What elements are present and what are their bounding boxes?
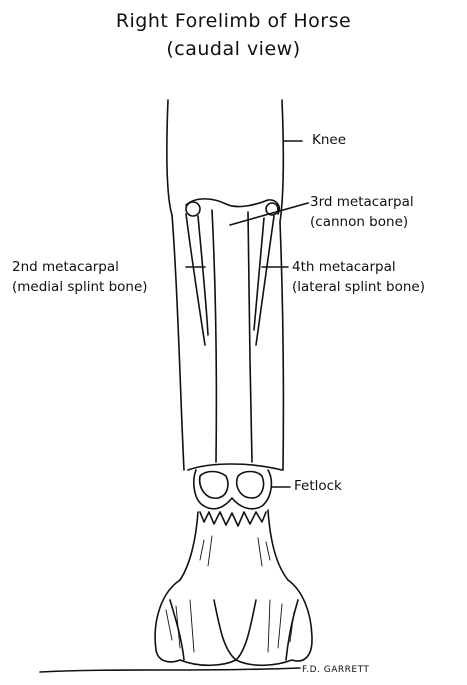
cannon-right-skin [280,222,283,470]
hoof-outline [155,580,312,665]
third-metacarpal-label: 3rd metacarpal (cannon bone) [310,192,414,232]
pastern-shading [200,536,270,566]
hoof-shading [166,600,294,652]
third-metacarpal-label-line2: (cannon bone) [310,212,414,232]
third-metacarpal-label-line1: 3rd metacarpal [310,192,414,212]
second-metacarpal-bone [186,214,205,345]
hoof-heel-left [170,600,184,660]
fourth-metacarpal-label: 4th metacarpal (lateral splint bone) [292,257,425,297]
frog [214,600,256,660]
pastern-left [180,512,198,580]
fetlock-outline [194,470,272,509]
pastern-right [268,510,288,580]
second-metacarpal-label: 2nd metacarpal (medial splint bone) [12,257,148,297]
fetlock-band [188,464,282,470]
cannon-left-skin [172,215,184,470]
third-metacarpal-shaft [212,210,216,462]
second-metacarpal-label-line1: 2nd metacarpal [12,257,148,277]
second-metacarpal-label-line2: (medial splint bone) [12,277,148,297]
fetlock-label: Fetlock [294,476,342,496]
upper-leg-outline-right [280,100,283,222]
artist-signature: F.D. GARRETT [302,664,369,676]
ground-line [40,668,300,672]
pastern-hair [200,512,266,526]
splint-head-left [186,202,200,216]
fourth-metacarpal-label-line1: 4th metacarpal [292,257,425,277]
fourth-metacarpal-bone-inner [254,218,264,330]
fourth-metacarpal-label-line2: (lateral splint bone) [292,277,425,297]
fetlock-sesamoid-right [237,472,264,499]
third-metacarpal-shaft-right [248,212,252,462]
knee-label: Knee [312,130,346,150]
upper-leg-outline [167,100,172,215]
second-metacarpal-bone-inner [198,216,208,335]
fetlock-sesamoid-left [200,472,228,499]
